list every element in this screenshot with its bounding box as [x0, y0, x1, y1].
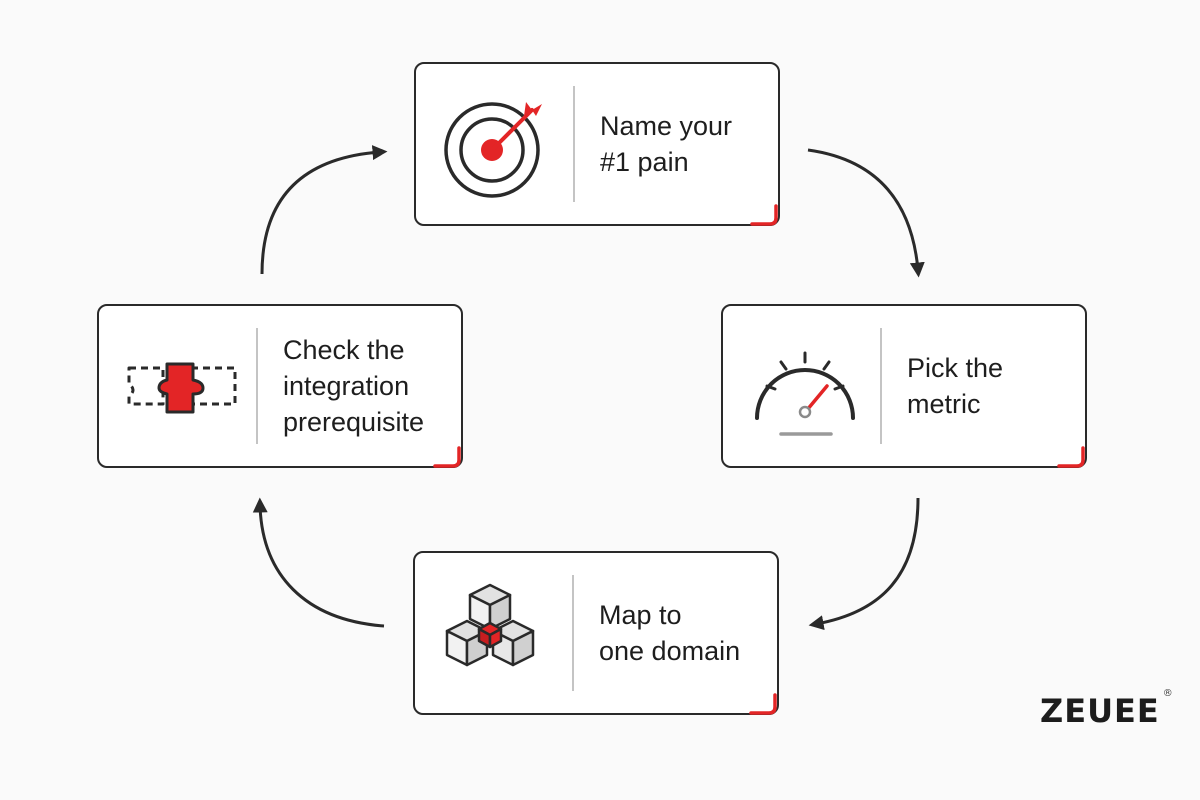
puzzle-icon — [127, 362, 237, 414]
arrow-4-to-1 — [260, 145, 388, 275]
step-label-line: one domain — [599, 636, 741, 666]
step-label-line: Name your — [600, 111, 733, 141]
step-label-line: #1 pain — [600, 147, 689, 177]
arrow-3-to-4 — [252, 497, 385, 628]
step-card-map-domain: Map to one domain — [413, 551, 779, 715]
step-label-line: Pick the — [907, 353, 1004, 383]
step-label-line: metric — [907, 389, 981, 419]
step-label: Pick the metric — [907, 306, 1075, 466]
card-divider — [573, 86, 575, 202]
step-label-line: Map to — [599, 600, 682, 630]
step-label: Name your #1 pain — [600, 64, 768, 224]
arrow-2-to-3 — [808, 497, 920, 631]
registered-mark: ® — [1162, 688, 1174, 699]
step-label: Check the integration prerequisite — [283, 306, 451, 466]
card-divider — [572, 575, 574, 691]
cubes-icon — [445, 583, 535, 667]
card-divider — [256, 328, 258, 444]
red-corner-accent — [1057, 446, 1085, 468]
gauge-icon — [755, 351, 855, 436]
step-card-check-integration: Check the integration prerequisite — [97, 304, 463, 468]
arrow-1-to-2 — [807, 148, 925, 278]
red-corner-accent — [433, 446, 461, 468]
step-label: Map to one domain — [599, 553, 767, 713]
red-corner-accent — [749, 693, 777, 715]
step-card-pick-metric: Pick the metric — [721, 304, 1087, 468]
step-label-line: Check the — [283, 335, 405, 365]
target-icon — [444, 102, 542, 198]
card-divider — [880, 328, 882, 444]
step-label-line: prerequisite — [283, 407, 425, 437]
step-label-line: integration — [283, 371, 410, 401]
brand-logo: ZEUEE ® — [1040, 688, 1173, 730]
logo-text: ZEUEE — [1040, 692, 1160, 730]
red-corner-accent — [750, 204, 778, 226]
step-card-name-pain: Name your #1 pain — [414, 62, 780, 226]
